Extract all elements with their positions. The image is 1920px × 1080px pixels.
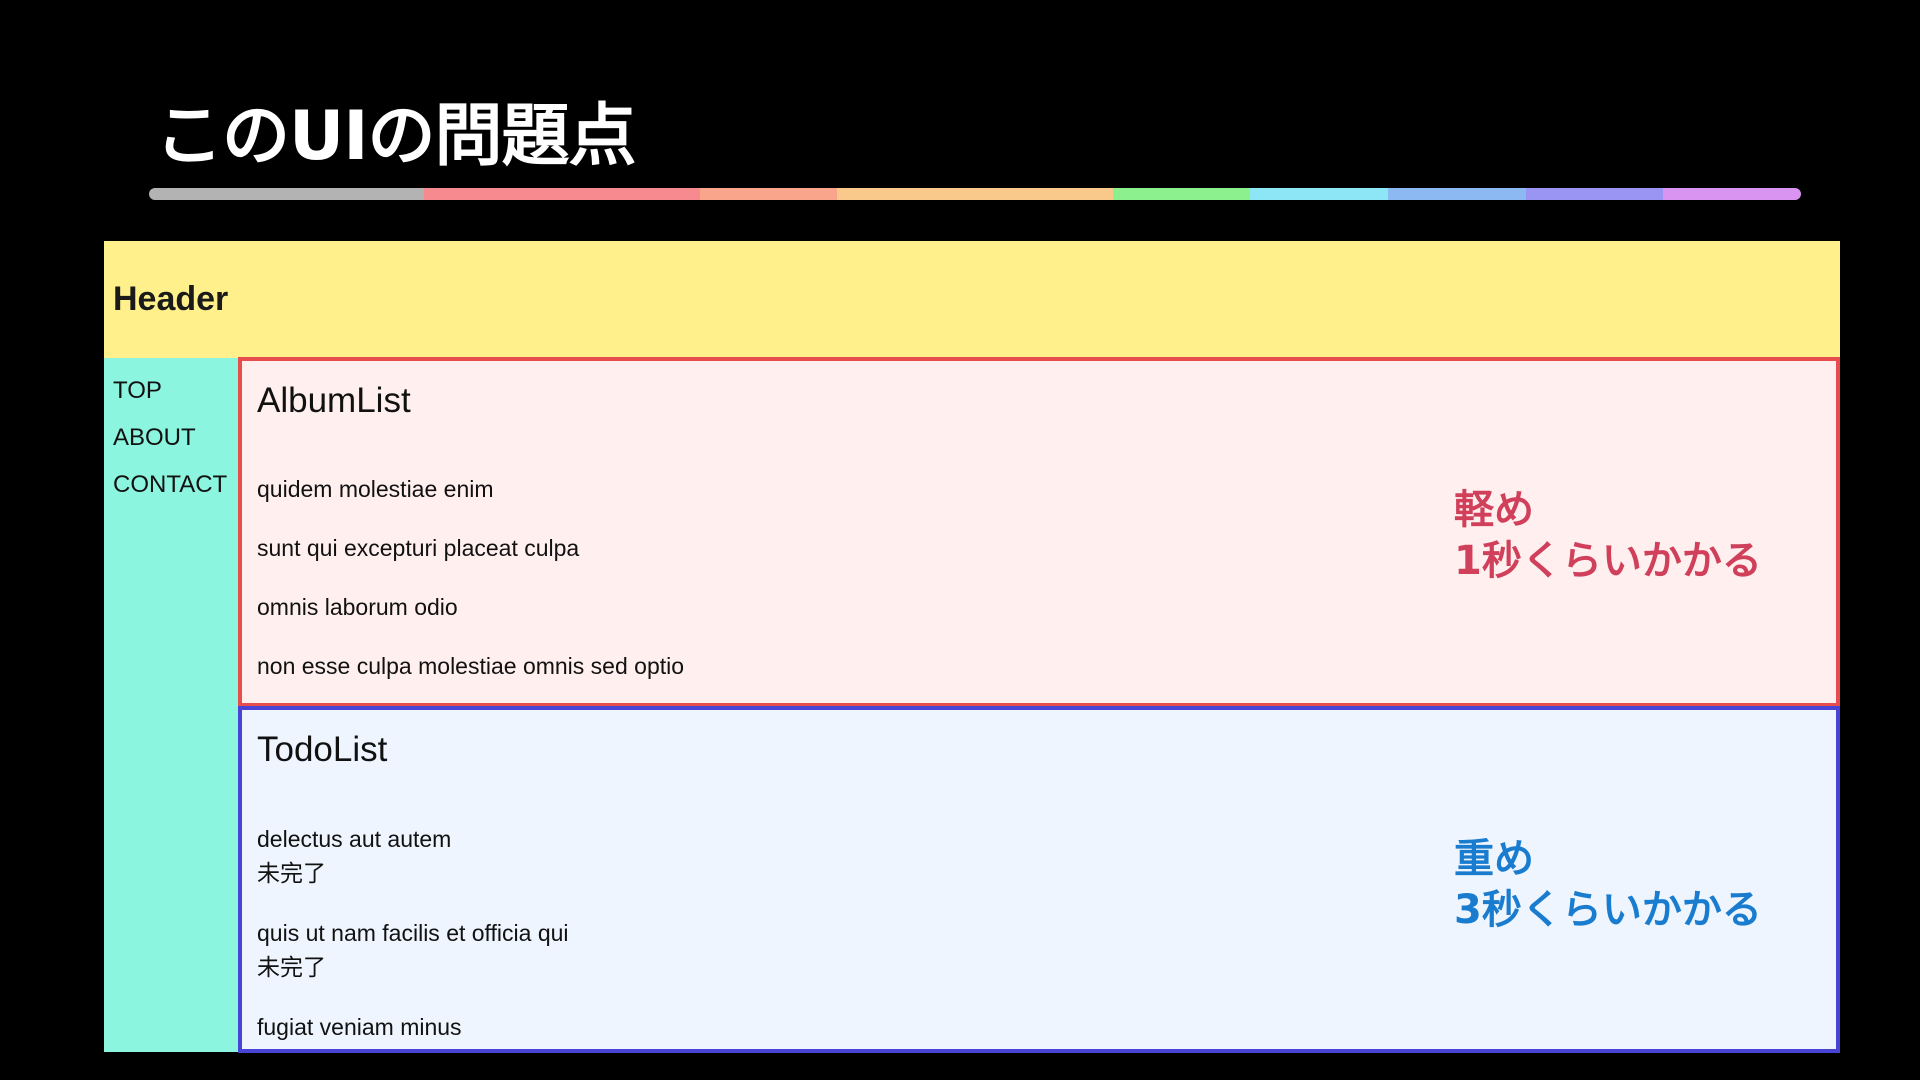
album-load-note-line2: 1秒くらいかかる	[1454, 538, 1762, 584]
album-load-note-line1: 軽め	[1454, 487, 1534, 533]
rainbow-segment	[975, 188, 1113, 200]
album-list-title: AlbumList	[257, 381, 411, 420]
rainbow-segment	[1112, 188, 1251, 200]
mock-sidebar: TOP ABOUT CONTACT	[104, 358, 238, 1052]
todo-item-title: fugiat veniam minus	[257, 1014, 462, 1040]
album-item: omnis laborum odio	[257, 594, 458, 620]
rainbow-segment	[1388, 188, 1526, 200]
ui-mockup: Header TOP ABOUT CONTACT AlbumList quide…	[104, 241, 1840, 1053]
todo-list-panel: TodoList delectus aut autem 未完了 quis ut …	[238, 706, 1840, 1053]
todo-load-note-line1: 重め	[1454, 836, 1534, 882]
rainbow-segment	[1663, 188, 1801, 200]
rainbow-segment	[424, 188, 700, 200]
rainbow-divider	[149, 188, 1801, 200]
album-list-panel: AlbumList quidem molestiae enim sunt qui…	[238, 357, 1840, 707]
header-label: Header	[113, 280, 229, 318]
album-item: non esse culpa molestiae omnis sed optio	[257, 653, 685, 679]
rainbow-segment	[1250, 188, 1389, 200]
rainbow-segment	[837, 188, 975, 200]
album-item: sunt qui excepturi placeat culpa	[257, 535, 580, 561]
todo-item-title: quis ut nam facilis et officia qui	[257, 920, 569, 946]
todo-item-title: delectus aut autem	[257, 826, 452, 852]
album-item: quidem molestiae enim	[257, 476, 494, 502]
todo-list-title: TodoList	[257, 730, 388, 769]
slide-title: このUIの問題点	[155, 97, 637, 176]
rainbow-segment	[149, 188, 425, 200]
todo-item-status: 未完了	[257, 954, 326, 980]
nav-item-top[interactable]: TOP	[113, 377, 162, 404]
todo-item-status: 未完了	[257, 860, 326, 886]
mock-header: Header	[104, 241, 1840, 358]
nav-item-contact[interactable]: CONTACT	[113, 471, 228, 498]
rainbow-segment	[699, 188, 838, 200]
todo-load-note-line2: 3秒くらいかかる	[1454, 887, 1762, 933]
nav-item-about[interactable]: ABOUT	[113, 424, 196, 451]
rainbow-segment	[1525, 188, 1664, 200]
